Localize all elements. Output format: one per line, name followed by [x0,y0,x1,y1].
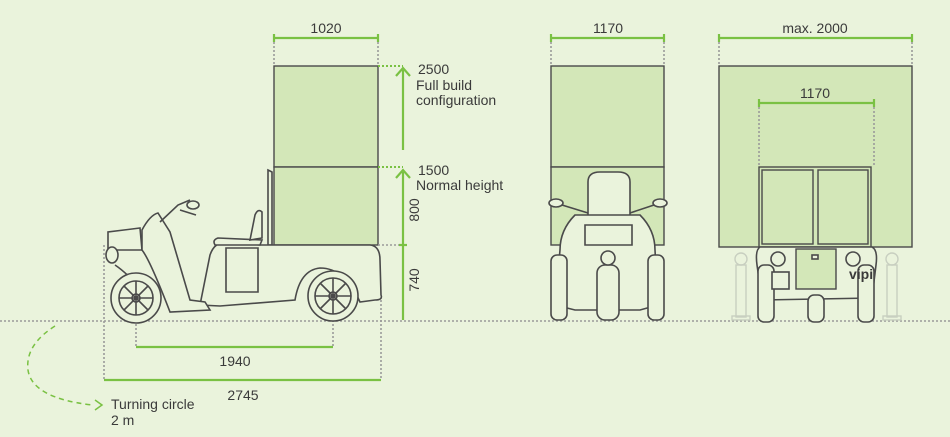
front-width-label: 1170 [593,20,623,36]
turning-caption-2: 2 m [111,412,134,428]
rear-view: vipi max. 2000 1170 [717,20,914,323]
scooter-rear-illustration: vipi [755,246,878,323]
brand-logo: vipi [849,266,873,282]
base-height-label: 740 [406,268,422,292]
normal-height-value: 1500 [418,162,449,178]
inner-width-label: 1170 [800,85,830,101]
bollards [731,252,902,321]
wheelbase-label: 1940 [219,353,250,369]
front-view: 1170 [548,20,668,321]
scooter-front-illustration [548,171,668,321]
box-height-label: 800 [406,198,422,222]
turning-caption-1: Turning circle [111,396,195,412]
normal-height-caption: Normal height [416,177,503,193]
cargo-box-lower [273,166,379,246]
full-height-caption-1: Full build [416,77,472,93]
turning-arrow-icon [94,399,104,411]
side-view: 1020 2500 Full build configuration 1500 … [27,20,503,428]
cargo-box-upper [273,65,379,168]
length-label: 2745 [227,387,258,403]
turning-circle-arc [27,325,93,406]
full-height-caption-2: configuration [416,92,496,108]
scooter-side-illustration [105,168,383,324]
full-height-value: 2500 [418,61,449,77]
side-width-label: 1020 [310,20,341,36]
max-width-label: max. 2000 [782,20,848,36]
